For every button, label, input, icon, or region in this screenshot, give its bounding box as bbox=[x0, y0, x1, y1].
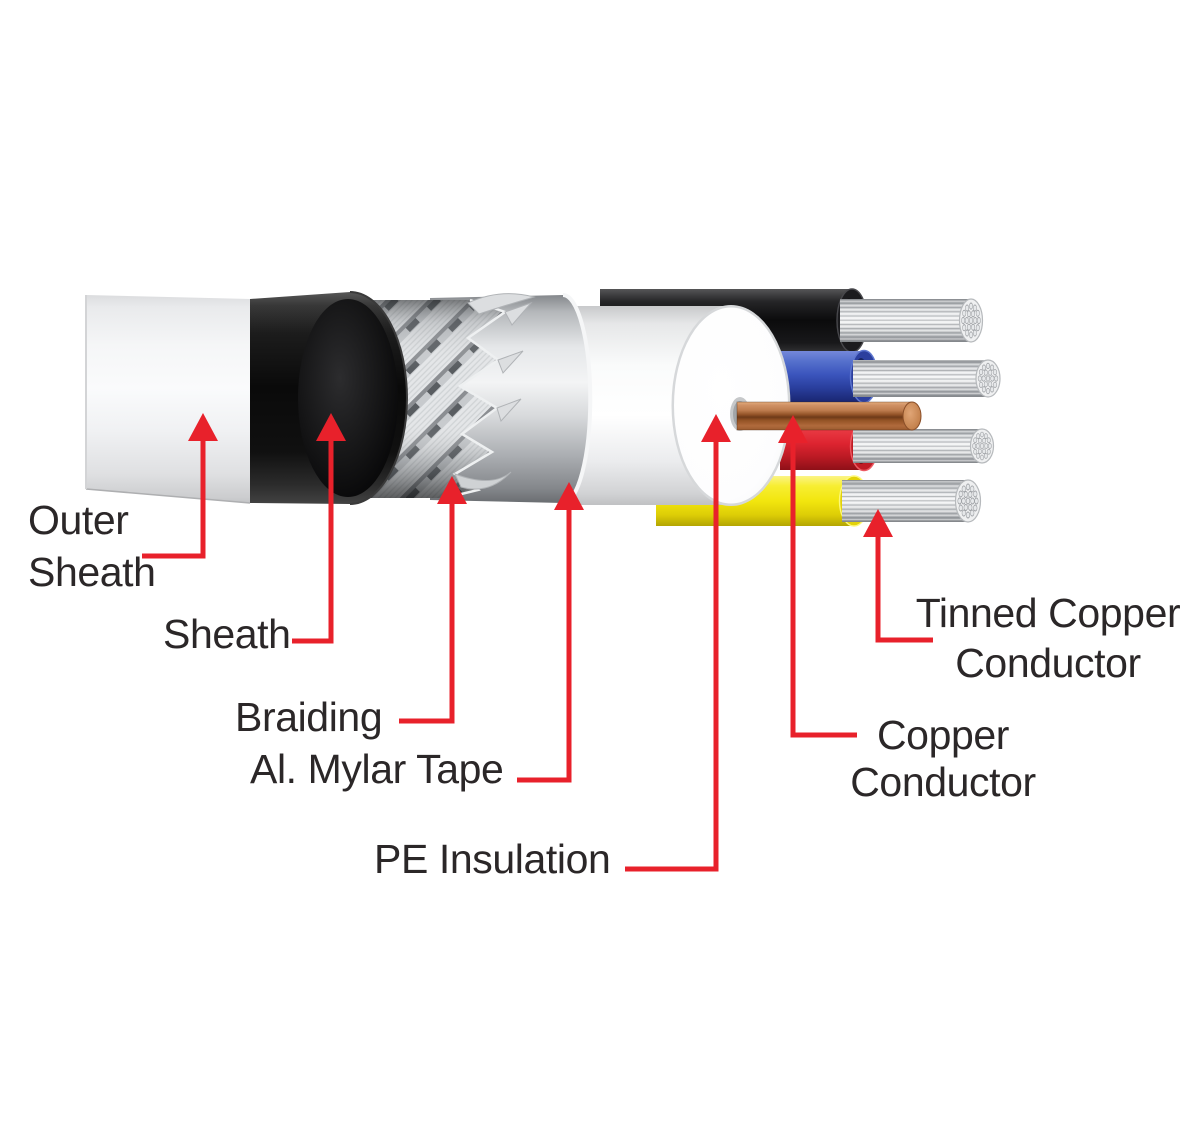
tinned-strand bbox=[840, 298, 984, 343]
callout-arrowheads bbox=[188, 413, 893, 537]
callout-arrows bbox=[142, 413, 933, 872]
label-copper-conductor-line1: Copper bbox=[876, 712, 1010, 758]
outer-sheath-layer bbox=[85, 295, 251, 504]
braiding-callout-line bbox=[399, 503, 455, 724]
label-outer-sheath-line2: Sheath bbox=[28, 549, 156, 595]
sheath-callout-line bbox=[292, 441, 334, 644]
torn-foil-shards bbox=[454, 293, 536, 490]
braiding-arrowhead bbox=[437, 476, 467, 504]
tinned-arrowhead bbox=[863, 509, 893, 537]
outer-sheath-callout-line bbox=[142, 441, 206, 559]
tinned-strand bbox=[853, 359, 1001, 398]
copper-conductor-rod bbox=[736, 401, 922, 431]
label-sheath: Sheath bbox=[163, 611, 291, 657]
label-tinned-copper-conductor: Tinned Copper Conductor bbox=[903, 588, 1193, 688]
tinned-strand bbox=[853, 428, 995, 464]
label-outer-sheath: Outer Sheath bbox=[28, 494, 156, 598]
label-pe-insulation: PE Insulation bbox=[374, 836, 611, 882]
mylar-arrowhead bbox=[554, 482, 584, 510]
label-tinned-copper-conductor-line1: Tinned Copper bbox=[915, 590, 1181, 636]
mylar-callout-line bbox=[517, 509, 572, 783]
wire-blue bbox=[780, 349, 1001, 404]
pe-callout-line bbox=[625, 441, 719, 872]
tinned-strand bbox=[842, 479, 982, 523]
label-copper-conductor-line2: Conductor bbox=[850, 759, 1036, 805]
copper-arrowhead bbox=[778, 415, 808, 443]
sheath-layer bbox=[250, 291, 408, 505]
label-al-mylar-tape: Al. Mylar Tape bbox=[250, 746, 504, 792]
callout-lines bbox=[142, 441, 933, 872]
tinned-callout-line bbox=[875, 536, 933, 643]
copper-callout-line bbox=[790, 442, 857, 738]
label-braiding: Braiding bbox=[235, 694, 383, 740]
outer-sheath-arrowhead bbox=[188, 413, 218, 441]
pe-arrowhead bbox=[701, 414, 731, 442]
label-tinned-copper-conductor-line2: Conductor bbox=[955, 640, 1141, 686]
wire-black bbox=[600, 288, 984, 353]
sheath-arrowhead bbox=[316, 413, 346, 441]
label-copper-conductor: Copper Conductor bbox=[836, 712, 1050, 806]
label-outer-sheath-line1: Outer bbox=[28, 497, 129, 543]
